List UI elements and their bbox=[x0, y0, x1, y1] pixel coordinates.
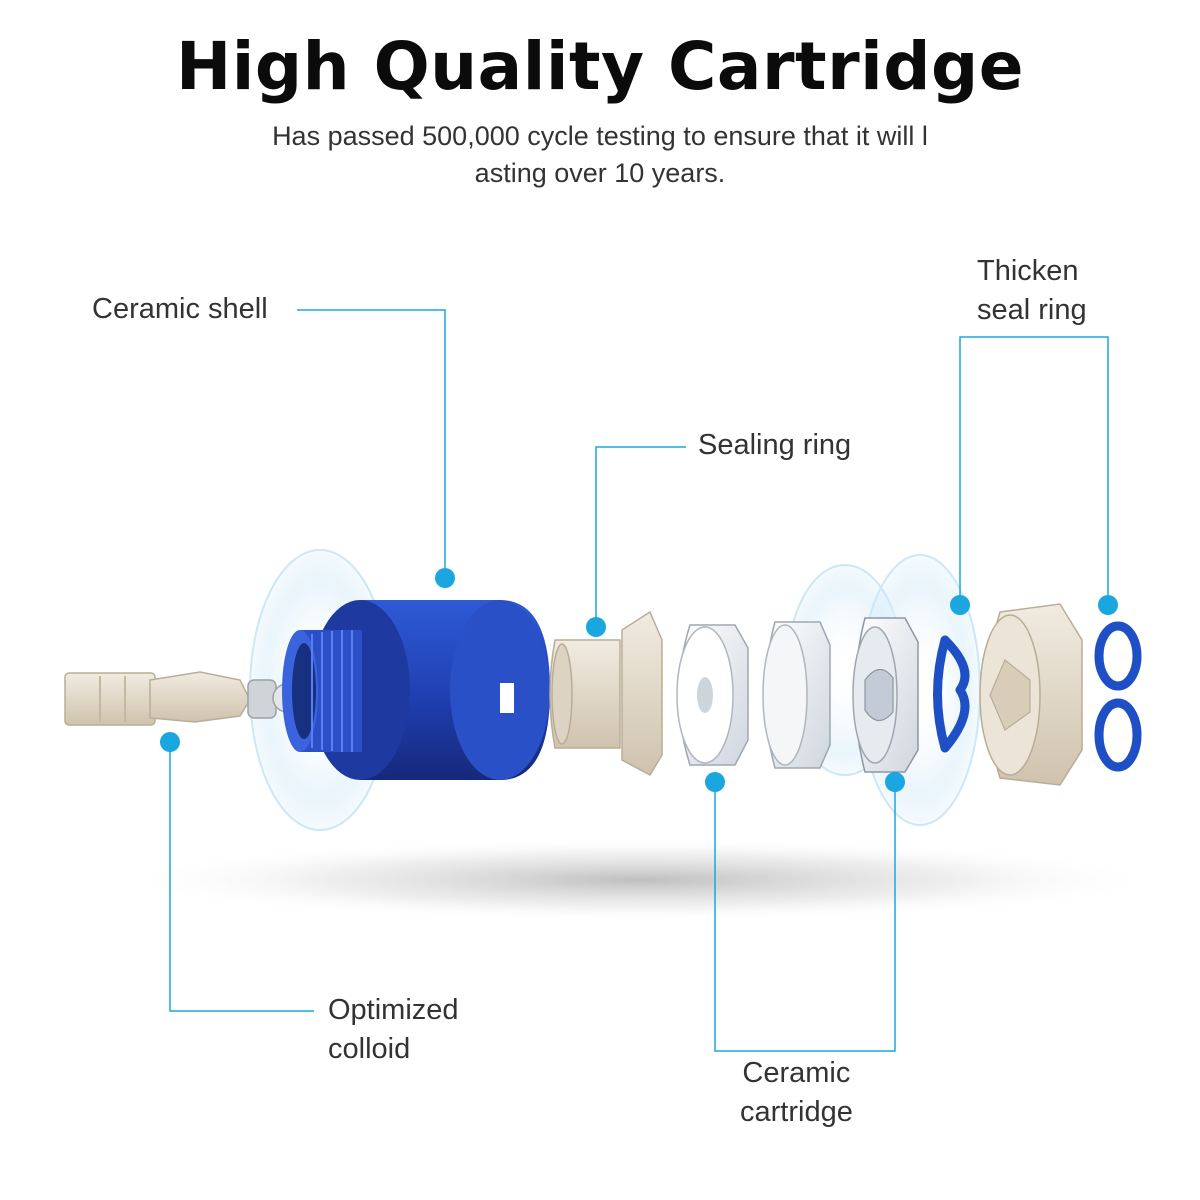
dot-thicken-seal-left bbox=[950, 595, 970, 615]
cartridge-base bbox=[979, 603, 1083, 786]
label-sealing-ring: Sealing ring bbox=[698, 426, 851, 465]
ceramic-disc-3 bbox=[852, 617, 919, 773]
label-optimized-colloid: Optimized colloid bbox=[328, 991, 459, 1069]
ceramic-disc-2 bbox=[762, 621, 831, 769]
blue-seal-ring-2 bbox=[1094, 621, 1142, 772]
label-ceramic-cartridge-line1: Ceramic bbox=[742, 1057, 851, 1089]
label-ceramic-cartridge: Ceramic cartridge bbox=[740, 1054, 853, 1132]
label-thicken-seal-ring: Thicken seal ring bbox=[977, 252, 1087, 330]
dot-ceramic-cartridge-left bbox=[705, 772, 725, 792]
page-title: High Quality Cartridge bbox=[176, 28, 1024, 105]
leader-dots bbox=[160, 568, 1118, 792]
label-optimized-colloid-line2: colloid bbox=[328, 1033, 411, 1065]
leader-lines bbox=[169, 309, 1109, 1052]
sealing-ring-part bbox=[549, 610, 663, 776]
label-ceramic-shell-text: Ceramic shell bbox=[92, 293, 268, 325]
page-subtitle: Has passed 500,000 cycle testing to ensu… bbox=[272, 121, 928, 188]
dot-ceramic-cartridge-right bbox=[885, 772, 905, 792]
label-thicken-seal-ring-line2: seal ring bbox=[977, 294, 1087, 326]
ceramic-disc-1 bbox=[676, 624, 749, 766]
dot-ceramic-shell bbox=[435, 568, 455, 588]
label-ceramic-shell: Ceramic shell bbox=[92, 290, 268, 329]
dot-sealing-ring bbox=[586, 617, 606, 637]
floor-shadow bbox=[120, 838, 1160, 922]
label-ceramic-cartridge-line2: cartridge bbox=[740, 1096, 853, 1128]
label-sealing-ring-text: Sealing ring bbox=[698, 429, 852, 461]
ceramic-shell-part bbox=[282, 600, 550, 780]
blue-seal-ring-1 bbox=[933, 635, 970, 753]
label-optimized-colloid-line1: Optimized bbox=[328, 994, 459, 1026]
dot-thicken-seal-right bbox=[1098, 595, 1118, 615]
label-thicken-seal-ring-line1: Thicken bbox=[977, 255, 1079, 287]
dot-optimized-colloid bbox=[160, 732, 180, 752]
colloid-stem bbox=[64, 671, 302, 726]
